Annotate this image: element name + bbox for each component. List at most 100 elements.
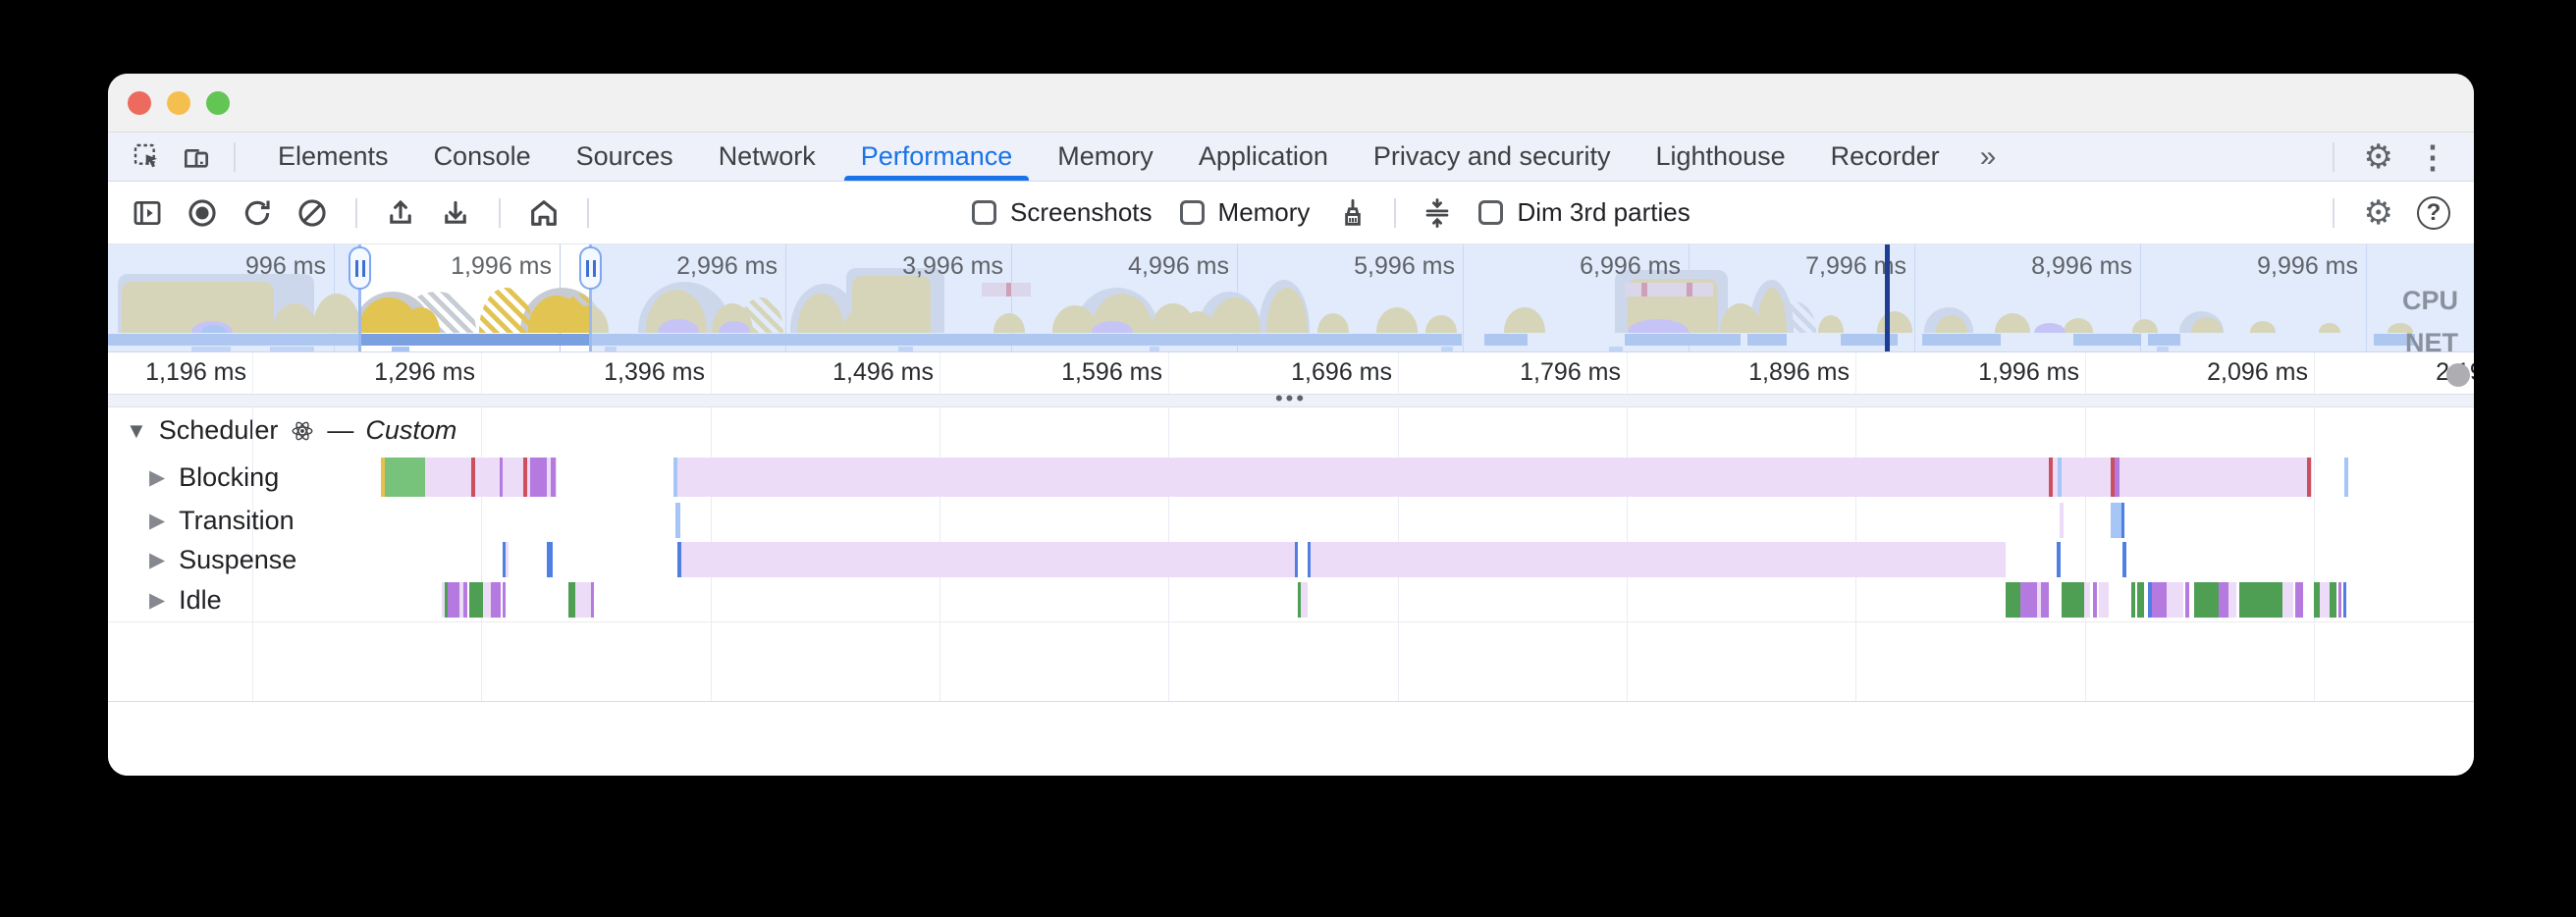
flame-bar[interactable] — [483, 582, 491, 618]
tab-recorder[interactable]: Recorder — [1808, 133, 1962, 181]
selection-handle-left[interactable] — [349, 246, 371, 290]
flame-bar[interactable] — [2006, 582, 2020, 618]
flame-bar[interactable] — [2115, 458, 2120, 497]
record-icon[interactable] — [185, 195, 220, 231]
collapse-triangle-icon[interactable]: ▼ — [126, 417, 147, 443]
flame-bar[interactable] — [675, 503, 680, 538]
tab-application[interactable]: Application — [1176, 133, 1351, 181]
tab-sources[interactable]: Sources — [554, 133, 696, 181]
live-metrics-home-icon[interactable] — [526, 195, 562, 231]
flame-bar[interactable] — [442, 582, 445, 618]
flame-bar[interactable] — [547, 542, 553, 577]
download-profile-icon[interactable] — [438, 195, 473, 231]
memory-checkbox[interactable] — [1179, 200, 1205, 225]
flame-bar[interactable] — [459, 582, 463, 618]
help-icon[interactable]: ? — [2417, 195, 2450, 230]
flame-bar[interactable] — [2084, 582, 2090, 618]
flame-bar[interactable] — [2314, 582, 2320, 618]
flame-bar[interactable] — [503, 542, 506, 577]
flame-bar[interactable] — [2049, 458, 2053, 497]
flame-bar[interactable] — [2057, 542, 2061, 577]
track-row-label-transition[interactable]: ▶Transition — [149, 503, 295, 538]
flame-bar[interactable] — [1301, 582, 1308, 618]
flame-bar[interactable] — [445, 582, 448, 618]
reload-record-icon[interactable] — [240, 195, 275, 231]
tab-elements[interactable]: Elements — [255, 133, 411, 181]
toggle-sidebar-icon[interactable] — [130, 195, 165, 231]
flame-bar[interactable] — [1295, 542, 1298, 577]
flame-bar[interactable] — [2282, 582, 2293, 618]
flame-bar[interactable] — [2185, 582, 2189, 618]
panel-resize-handle[interactable]: ••• — [108, 386, 2474, 410]
capture-settings-gear-icon[interactable]: ⚙ — [2363, 193, 2393, 232]
flame-bar[interactable] — [677, 458, 2312, 497]
flame-bar[interactable] — [385, 458, 425, 497]
flame-bar[interactable] — [677, 542, 681, 577]
flame-bar[interactable] — [2041, 582, 2049, 618]
flame-bar[interactable] — [2058, 458, 2062, 497]
flame-bar[interactable] — [2093, 582, 2097, 618]
flame-bar[interactable] — [503, 542, 509, 577]
upload-profile-icon[interactable] — [383, 195, 418, 231]
flame-bar[interactable] — [681, 542, 1295, 577]
flame-bar[interactable] — [2137, 582, 2144, 618]
flame-bar[interactable] — [2152, 582, 2167, 618]
tab-console[interactable]: Console — [411, 133, 554, 181]
track-row-label-suspense[interactable]: ▶Suspense — [149, 542, 296, 577]
flame-bar[interactable] — [2121, 503, 2124, 538]
flame-bar[interactable] — [2037, 582, 2041, 618]
flame-bar[interactable] — [2330, 582, 2336, 618]
flame-bar[interactable] — [575, 582, 591, 618]
flame-bar[interactable] — [469, 582, 483, 618]
flame-bar[interactable] — [2062, 582, 2084, 618]
flame-bar[interactable] — [471, 458, 475, 497]
flame-bar[interactable] — [591, 582, 594, 618]
collapse-expand-icon[interactable] — [1420, 195, 1455, 231]
selection-handle-right[interactable] — [579, 246, 602, 290]
playhead-line[interactable] — [1885, 244, 1890, 351]
flame-bar[interactable] — [523, 458, 527, 497]
flame-bar[interactable] — [500, 458, 503, 497]
flame-bar[interactable] — [2131, 582, 2135, 618]
flame-bar[interactable] — [463, 582, 467, 618]
flame-bar[interactable] — [2167, 582, 2183, 618]
more-tabs-icon[interactable]: » — [1979, 139, 1997, 173]
expand-triangle-icon[interactable]: ▶ — [149, 509, 166, 532]
flame-bar[interactable] — [2111, 458, 2115, 497]
flame-bar[interactable] — [2343, 582, 2346, 618]
flame-bar[interactable] — [2194, 582, 2219, 618]
track-row-label-blocking[interactable]: ▶Blocking — [149, 459, 279, 495]
flame-bar[interactable] — [2228, 582, 2236, 618]
flame-bar[interactable] — [568, 582, 575, 618]
flame-bar[interactable] — [2239, 582, 2282, 618]
track-row-label-idle[interactable]: ▶Idle — [149, 582, 222, 618]
flame-bar[interactable] — [2344, 458, 2348, 497]
flame-bar[interactable] — [551, 458, 556, 497]
close-button[interactable] — [128, 91, 151, 115]
flame-bar[interactable] — [2111, 503, 2123, 538]
flame-bar[interactable] — [2219, 582, 2228, 618]
flame-bar[interactable] — [2148, 582, 2152, 618]
expand-triangle-icon[interactable]: ▶ — [149, 548, 166, 571]
flame-bar[interactable] — [2320, 582, 2330, 618]
flame-bar[interactable] — [491, 582, 501, 618]
device-toolbar-icon[interactable] — [179, 139, 214, 175]
flame-bar[interactable] — [2099, 582, 2109, 618]
settings-gear-icon[interactable]: ⚙ — [2363, 138, 2393, 176]
flame-bar[interactable] — [2307, 458, 2311, 497]
flame-bar[interactable] — [673, 458, 677, 497]
zoom-button[interactable] — [206, 91, 230, 115]
tab-network[interactable]: Network — [696, 133, 838, 181]
tab-memory[interactable]: Memory — [1035, 133, 1176, 181]
flame-bar[interactable] — [2020, 582, 2037, 618]
flame-bar[interactable] — [2338, 582, 2341, 618]
tab-privacy-and-security[interactable]: Privacy and security — [1351, 133, 1634, 181]
collect-garbage-icon[interactable] — [1335, 195, 1370, 231]
clear-icon[interactable] — [295, 195, 330, 231]
scrollbar-thumb[interactable] — [2446, 363, 2470, 387]
flame-bar[interactable] — [381, 458, 385, 497]
flame-bar[interactable] — [1308, 542, 1311, 577]
flame-bar[interactable] — [503, 582, 506, 618]
dim-3rd-parties-checkbox[interactable] — [1478, 200, 1504, 225]
